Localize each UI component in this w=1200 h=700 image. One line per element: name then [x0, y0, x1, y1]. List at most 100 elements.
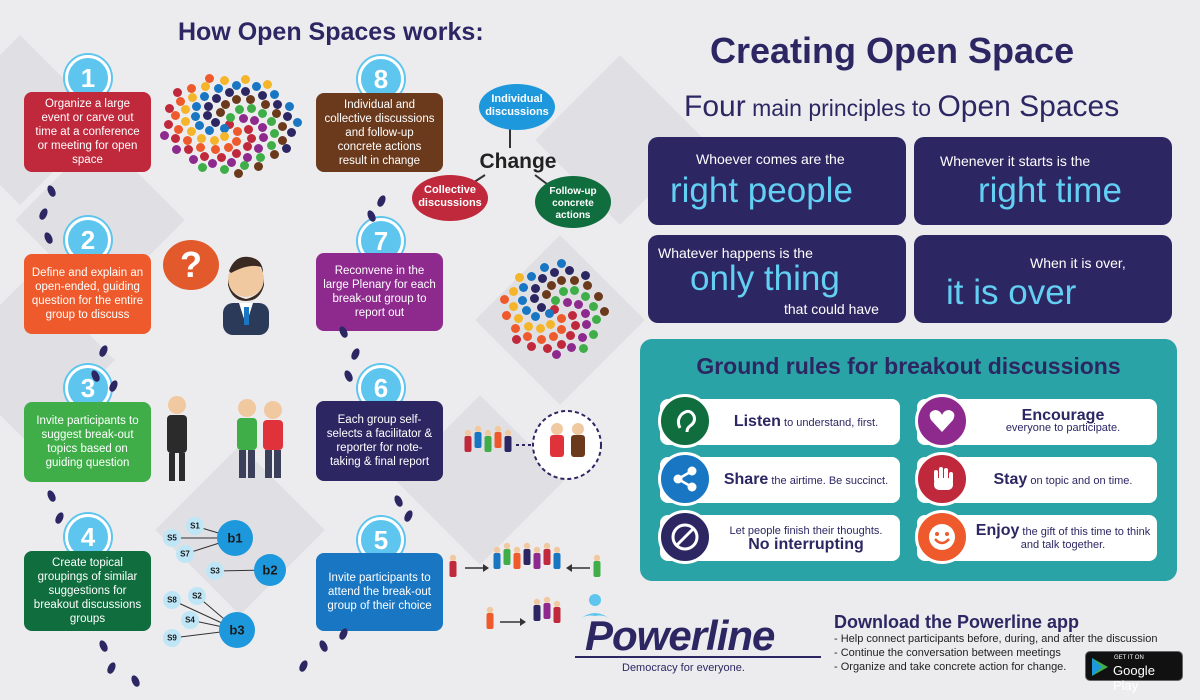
- person-icon: [187, 127, 197, 137]
- step-card-4: Create topical groupings of similar sugg…: [24, 551, 151, 631]
- person-body: [553, 607, 561, 623]
- person-body: [543, 549, 551, 565]
- person-icon: [210, 118, 220, 128]
- person-icon: [246, 133, 256, 143]
- person-body: [474, 432, 482, 448]
- footprint-icon: [53, 511, 66, 525]
- person-head: [593, 554, 601, 562]
- subtitle-part3: Open Spaces: [937, 90, 1120, 123]
- person-icon: [523, 332, 533, 342]
- suggestion-node-circle: [206, 562, 224, 580]
- person-body: [494, 432, 502, 448]
- person-icon: [536, 302, 546, 312]
- left-title: How Open Spaces works:: [178, 18, 484, 46]
- suggestion-node-circle: [176, 545, 194, 563]
- person-icon: [200, 151, 210, 161]
- person-body: [513, 553, 521, 569]
- person-icon: [281, 144, 291, 154]
- person-icon: [187, 92, 197, 102]
- heart-hands-icon: [915, 394, 969, 448]
- group-hub-circle: [254, 554, 286, 586]
- person-icon: [524, 321, 534, 331]
- person-icon: [201, 82, 211, 92]
- person-icon: [242, 142, 252, 152]
- person-icon: [223, 142, 233, 152]
- step-card-7: Reconvene in the large Plenary for each …: [316, 253, 443, 331]
- person-icon: [217, 152, 227, 162]
- person-body: [543, 603, 551, 619]
- store-big-label: Google Play: [1113, 663, 1155, 693]
- person-icon: [258, 90, 268, 100]
- principle-big: only thing: [690, 259, 840, 298]
- person-icon: [214, 83, 224, 93]
- person-icon: [567, 343, 577, 353]
- person-icon: [557, 313, 567, 323]
- rule-bold: Stay: [993, 470, 1028, 488]
- person-icon: [203, 110, 213, 120]
- person-icon: [171, 134, 181, 144]
- person-icon: [581, 291, 591, 301]
- person-icon: [183, 145, 193, 155]
- person-icon: [219, 123, 229, 133]
- person-icon: [196, 142, 206, 152]
- principle-card-2: Whenever it starts is the right time: [914, 137, 1172, 225]
- footprint-icon: [45, 489, 58, 503]
- step-card-8: Individual and collective discussions an…: [316, 93, 443, 172]
- person-body: [464, 436, 472, 452]
- person-icon: [277, 136, 287, 145]
- person-icon: [529, 294, 539, 304]
- google-play-button[interactable]: GET IT ON Google Play: [1085, 651, 1183, 693]
- person-icon: [254, 143, 264, 153]
- person-icon: [258, 108, 268, 118]
- rule-share: Share the airtime. Be succinct.: [658, 452, 900, 506]
- person-body: [533, 553, 541, 569]
- person-head: [449, 554, 457, 562]
- person-icon: [225, 88, 234, 98]
- person-head: [553, 546, 561, 554]
- person-icon: [537, 274, 547, 284]
- person-icon: [190, 112, 200, 122]
- person-icon: [566, 331, 576, 341]
- person-body: [503, 549, 511, 565]
- person-icon: [232, 136, 242, 146]
- person-icon: [225, 112, 235, 122]
- smiley-icon: [915, 510, 969, 564]
- person-icon: [192, 101, 202, 111]
- person-icon: [256, 152, 266, 162]
- rule-no-interrupting: Let people finish their thoughts.No inte…: [658, 510, 900, 564]
- person-icon: [579, 343, 589, 353]
- step-card-6: Each group self-selects a facilitator & …: [316, 401, 443, 481]
- person-head: [533, 598, 541, 606]
- principle-small: Whatever happens is the: [658, 245, 813, 261]
- person-head: [543, 542, 551, 550]
- break-out-groups-illustration: [449, 542, 601, 629]
- person-icon: [197, 163, 207, 173]
- download-title: Download the Powerline app: [834, 612, 1080, 632]
- person-icon: [286, 127, 296, 137]
- person-icon: [171, 111, 181, 121]
- person-icon: [556, 275, 566, 285]
- person-icon: [241, 87, 251, 97]
- person-icon: [573, 300, 583, 310]
- person-icon: [188, 154, 198, 164]
- person-icon: [582, 320, 592, 330]
- download-item: - Help connect participants before, duri…: [834, 633, 1158, 645]
- person-icon: [164, 120, 174, 129]
- footprint-icon: [105, 661, 118, 675]
- person-icon: [536, 334, 546, 344]
- person-icon: [550, 305, 559, 314]
- crowd-illustration: [499, 258, 610, 360]
- download-list: - Help connect participants before, duri…: [834, 632, 1157, 674]
- speaker-illustration: [223, 256, 269, 335]
- person-icon: [588, 330, 598, 340]
- facilitator-illustration: [464, 410, 602, 480]
- brand-name: Powerline: [585, 612, 775, 659]
- person-icon: [266, 117, 276, 127]
- person-icon: [539, 262, 549, 272]
- person-icon: [581, 270, 591, 280]
- person-icon: [502, 310, 512, 320]
- person-icon: [278, 121, 288, 131]
- rule-rest: the gift of this time to think and talk …: [1019, 526, 1151, 551]
